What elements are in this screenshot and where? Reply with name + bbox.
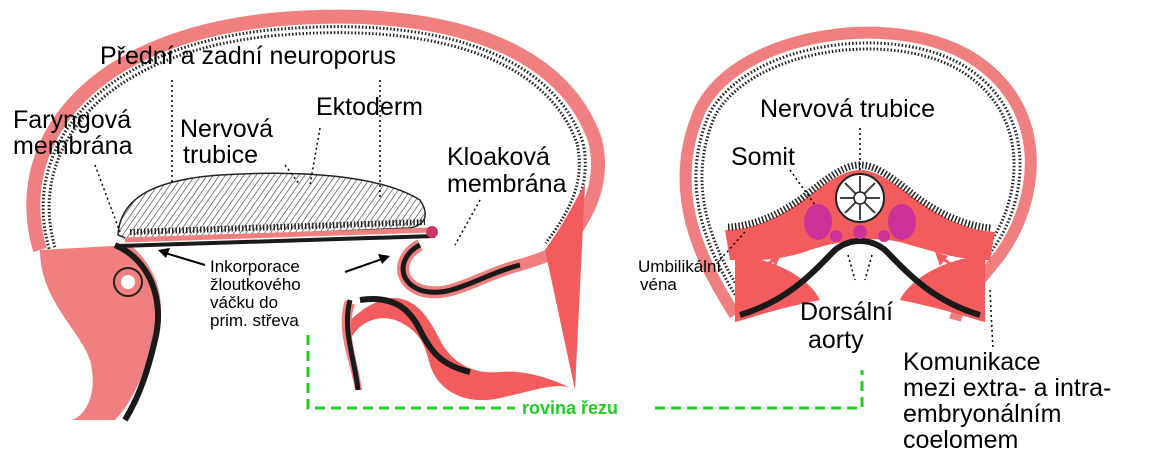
label-dorsal-aortae-1: Dorsální xyxy=(800,298,893,326)
label-communication-4: coelomem xyxy=(903,426,1018,454)
transverse-section: Nervová trubice Somit Umbilikální véna D… xyxy=(638,33,1111,454)
label-incorporation-3: váčku do xyxy=(210,293,278,312)
label-pharyngeal-membrane-1: Faryngová xyxy=(13,106,131,134)
label-incorporation-2: žloutkového xyxy=(210,275,301,294)
label-somite: Somit xyxy=(731,143,795,171)
somite-right xyxy=(888,204,916,240)
neural-tube-cross-section xyxy=(836,174,884,222)
label-dorsal-aortae-2: aorty xyxy=(808,326,864,354)
label-umbilical-vein-1: Umbilikální xyxy=(638,257,721,276)
dorsal-aorta-right xyxy=(878,230,890,242)
label-incorporation-1: Inkorporace xyxy=(210,257,300,276)
notochord xyxy=(853,225,867,239)
allantois-loop xyxy=(403,245,560,292)
label-cloacal-membrane-2: membrána xyxy=(447,170,567,198)
cut-plane-line: rovina řezu xyxy=(308,335,862,418)
label-neural-tube-right: Nervová trubice xyxy=(760,95,935,123)
label-cut-plane: rovina řezu xyxy=(522,398,618,418)
dorsal-aorta-left xyxy=(830,230,842,242)
cloacal-membrane-knob xyxy=(426,226,438,238)
label-ectoderm: Ektoderm xyxy=(316,93,423,121)
label-cloacal-membrane-1: Kloaková xyxy=(447,143,550,171)
label-incorporation-4: prim. střeva xyxy=(210,311,299,330)
somite-left xyxy=(804,204,832,240)
label-communication-3: embryonálním xyxy=(903,400,1061,428)
label-communication-1: Komunikace xyxy=(903,348,1041,376)
label-pharyngeal-membrane-2: membrána xyxy=(13,132,133,160)
label-neural-tube-left-2: trubice xyxy=(183,141,258,169)
label-umbilical-vein-2: véna xyxy=(640,275,677,294)
label-communication-2: mezi extra- a intra- xyxy=(903,374,1111,402)
label-neuropore: Přední a zadní neuroporus xyxy=(100,42,396,70)
label-neural-tube-left-1: Nervová xyxy=(180,115,273,143)
sagittal-section: Přední a zadní neuroporus Faryngová memb… xyxy=(13,17,598,420)
